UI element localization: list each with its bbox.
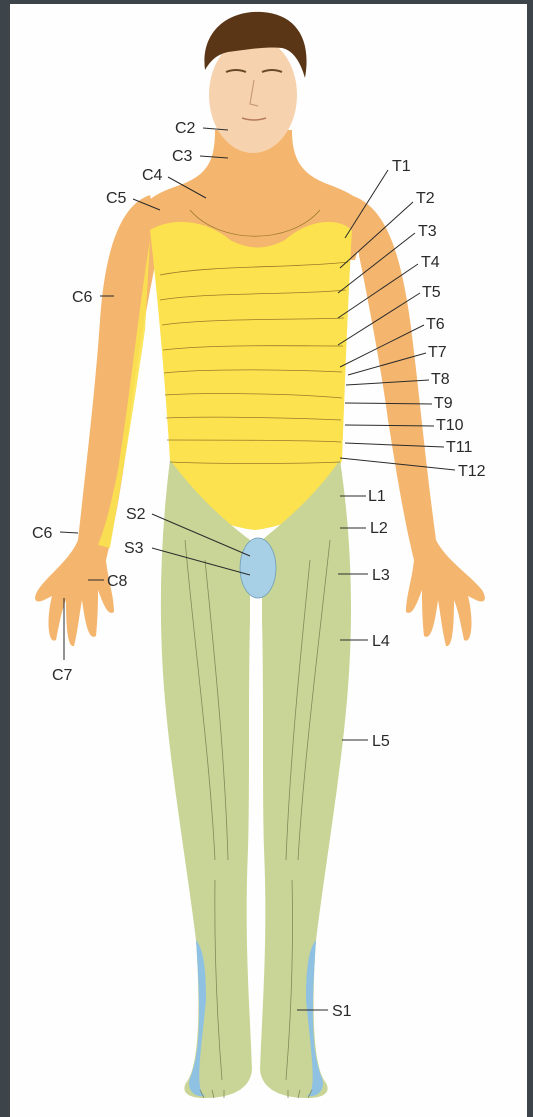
right-leg (161, 460, 252, 1098)
label-l3: L3 (372, 567, 390, 584)
label-t2: T2 (416, 190, 435, 207)
label-t12: T12 (458, 463, 486, 480)
label-l4: L4 (372, 633, 390, 650)
label-t7: T7 (428, 344, 447, 361)
label-t9: T9 (434, 395, 453, 412)
label-s3: S3 (124, 540, 144, 557)
sacral-s2-s3-region (240, 538, 276, 598)
label-c7: C7 (52, 667, 73, 684)
label-t10: T10 (436, 417, 464, 434)
label-c6-arm: C6 (72, 289, 93, 306)
label-l1: L1 (368, 488, 386, 505)
label-l2: L2 (370, 520, 388, 537)
label-t4: T4 (421, 254, 440, 271)
label-t8: T8 (431, 371, 450, 388)
label-c2: C2 (175, 120, 196, 137)
label-c4: C4 (142, 167, 163, 184)
label-c8: C8 (107, 573, 128, 590)
label-c3: C3 (172, 148, 193, 165)
label-t5: T5 (422, 284, 441, 301)
label-t1: T1 (392, 158, 411, 175)
head (209, 37, 297, 153)
label-s2: S2 (126, 506, 146, 523)
label-t11: T11 (446, 439, 472, 456)
label-t3: T3 (418, 223, 437, 240)
label-c5: C5 (106, 190, 127, 207)
label-l5: L5 (372, 733, 390, 750)
left-arm (350, 195, 485, 646)
right-arm (35, 195, 160, 646)
label-c6-hand: C6 (32, 525, 53, 542)
label-t6: T6 (426, 316, 445, 333)
label-s1: S1 (332, 1003, 352, 1020)
